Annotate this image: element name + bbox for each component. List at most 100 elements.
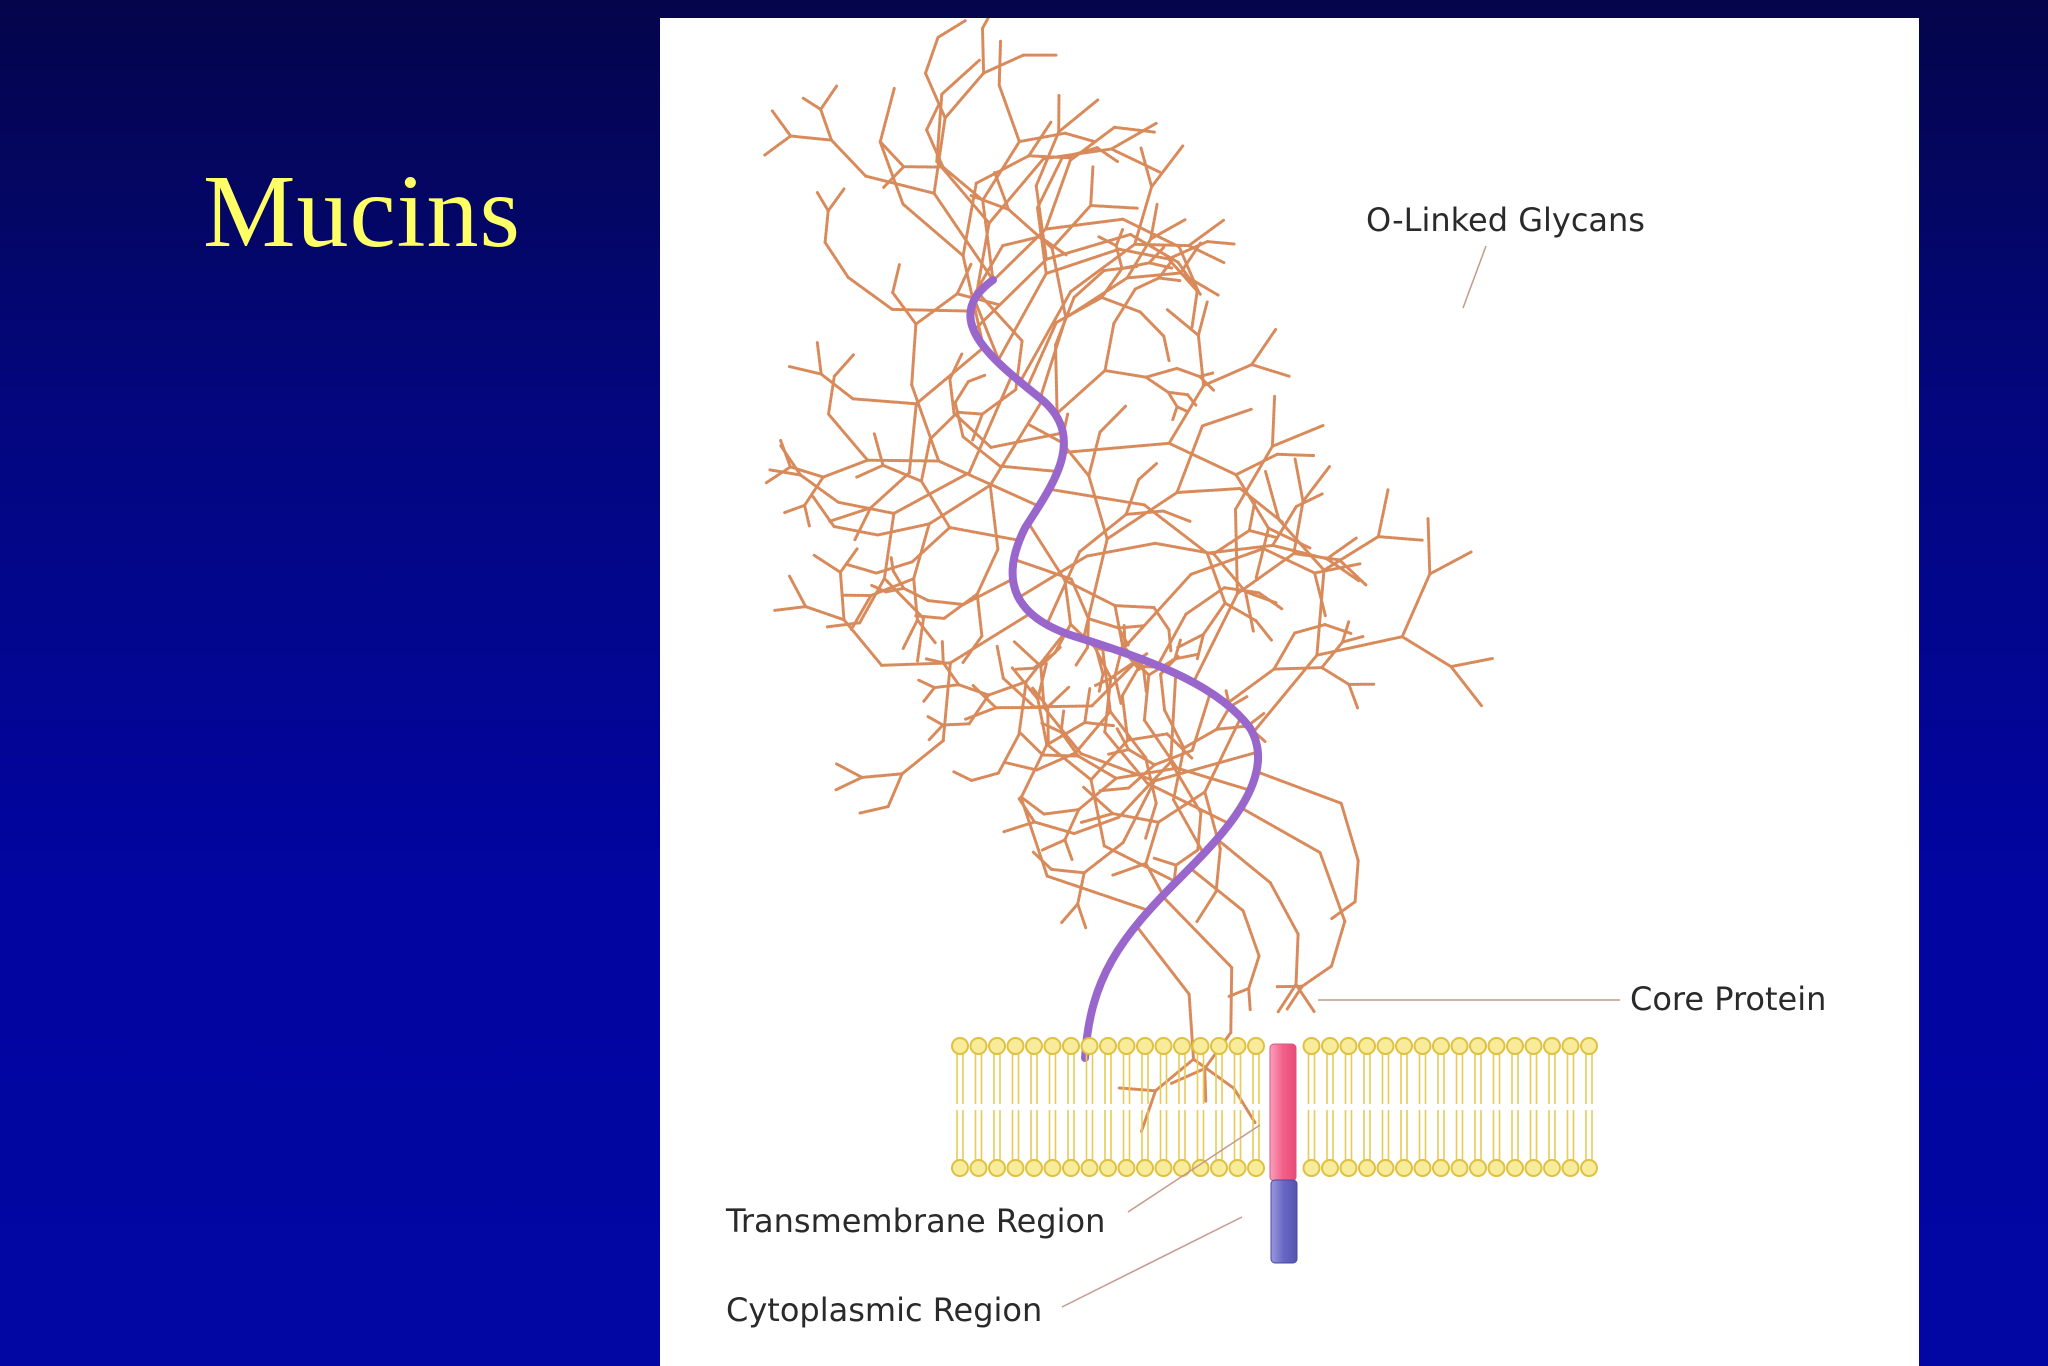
glycan-branch — [982, 53, 1025, 75]
glycan-branch — [891, 291, 918, 326]
glycan-branch — [1142, 673, 1151, 722]
glycan-branch — [1320, 640, 1344, 670]
glycan-branch — [1224, 667, 1276, 706]
glycan-branch — [957, 683, 990, 697]
lipid-head — [1376, 1159, 1395, 1177]
lipid-head — [1062, 1037, 1080, 1055]
glycan-branch — [953, 380, 970, 405]
lipid-head — [1561, 1037, 1580, 1055]
glycan-branch — [1292, 499, 1305, 555]
glycan-branch — [961, 435, 1002, 468]
glycan-branch — [1082, 785, 1115, 816]
glycan-branch — [974, 154, 1031, 185]
glycan-branch — [1034, 184, 1048, 261]
glycan-branch — [1215, 724, 1250, 731]
glycan-branch — [1315, 568, 1326, 657]
glycan-branch — [1025, 321, 1058, 390]
glycan-branch — [1031, 686, 1050, 709]
lipid-head — [1524, 1037, 1543, 1055]
glycan-branch — [1040, 838, 1067, 852]
lipid-head — [1062, 1159, 1080, 1177]
glycan-branch — [1167, 384, 1206, 445]
glycan-branch — [844, 562, 878, 575]
glycan-branch — [1050, 246, 1068, 320]
glycan-branch — [927, 483, 992, 526]
glycan-branch — [993, 170, 1010, 211]
glycan-branch — [1127, 748, 1157, 767]
glycan-branch — [1074, 710, 1112, 755]
glycan-branch — [1087, 617, 1121, 630]
glycan-branch — [1169, 760, 1203, 815]
glycan-branch — [1300, 964, 1333, 988]
glycan-branch — [912, 522, 931, 581]
lipid-head — [1358, 1159, 1376, 1177]
glycan-branch — [1195, 890, 1218, 924]
glycan-branch — [1171, 405, 1179, 422]
lipid-head — [1321, 1037, 1339, 1055]
glycan-branch — [1063, 838, 1074, 861]
glycan-branch — [1275, 452, 1317, 458]
glycan-branch — [1250, 328, 1278, 367]
glycan-branch — [1036, 697, 1049, 747]
glycan-branch — [1251, 653, 1319, 735]
glycan-branch — [1001, 676, 1036, 709]
glycan-branch — [819, 372, 855, 401]
glycan-branch — [1190, 289, 1199, 329]
glycan-branch — [967, 693, 990, 726]
glycan-branch — [1045, 721, 1087, 747]
glycan-branch — [927, 723, 945, 742]
glycan-branch — [782, 503, 807, 515]
glycan-branch — [1036, 156, 1064, 210]
glycan-branch — [987, 157, 1045, 225]
lipid-head — [1025, 1037, 1043, 1055]
glycan-branch — [1125, 237, 1153, 280]
glycan-branch — [1179, 271, 1220, 297]
glycan-branch — [981, 26, 986, 75]
glycan-branch — [1113, 604, 1156, 609]
glycan-branch — [1250, 363, 1291, 378]
glycan-branch — [1044, 247, 1121, 275]
glycan-branch — [1069, 242, 1137, 294]
lipid-head — [1450, 1159, 1469, 1177]
glycan-branch — [869, 471, 911, 510]
glycan-branch — [1074, 646, 1089, 667]
glycan-branch — [936, 19, 967, 39]
glycan-branch — [981, 18, 990, 30]
lipid-head — [951, 1037, 969, 1055]
glycan-branch — [866, 458, 941, 463]
glycan-branch — [1044, 232, 1132, 261]
glycan-branch — [1277, 518, 1326, 572]
glycan-branch — [881, 463, 923, 483]
glycan-branch — [1153, 750, 1260, 783]
glycan-branch — [1054, 295, 1076, 347]
glycan-branch — [914, 614, 946, 620]
glycan-branch — [1156, 790, 1207, 824]
glycan-branch — [1255, 770, 1343, 805]
glycan-branch — [1152, 856, 1178, 867]
glycan-branch — [826, 187, 846, 213]
glycan-branch — [1149, 218, 1187, 241]
glycan-branch — [940, 58, 981, 96]
glycan-branch — [858, 577, 886, 625]
glycan-branch — [948, 611, 1033, 665]
glycan-branch — [1270, 394, 1277, 448]
glycan-branch — [1325, 557, 1361, 583]
glycan-branch — [1247, 987, 1252, 1013]
glycan-branch — [1103, 676, 1113, 734]
glycan-branch — [1341, 634, 1366, 644]
glycan-branch — [1083, 687, 1092, 724]
glycan-branch — [1330, 900, 1357, 920]
glycan-branch — [1144, 820, 1160, 865]
glycan-branch — [1044, 158, 1072, 231]
lipid-head — [1395, 1037, 1413, 1055]
glycan-branch — [1076, 754, 1118, 780]
glycan-branch — [1119, 572, 1193, 653]
glycan-branch — [910, 526, 952, 564]
glycan-branch — [924, 35, 940, 75]
glycan-branch — [1060, 902, 1080, 924]
glycan-branch — [1154, 1057, 1195, 1093]
glycan-branch — [1077, 776, 1118, 812]
glycan-branch — [961, 181, 978, 258]
glycan-branch — [1276, 983, 1298, 1015]
glycan-branch — [1057, 98, 1100, 134]
